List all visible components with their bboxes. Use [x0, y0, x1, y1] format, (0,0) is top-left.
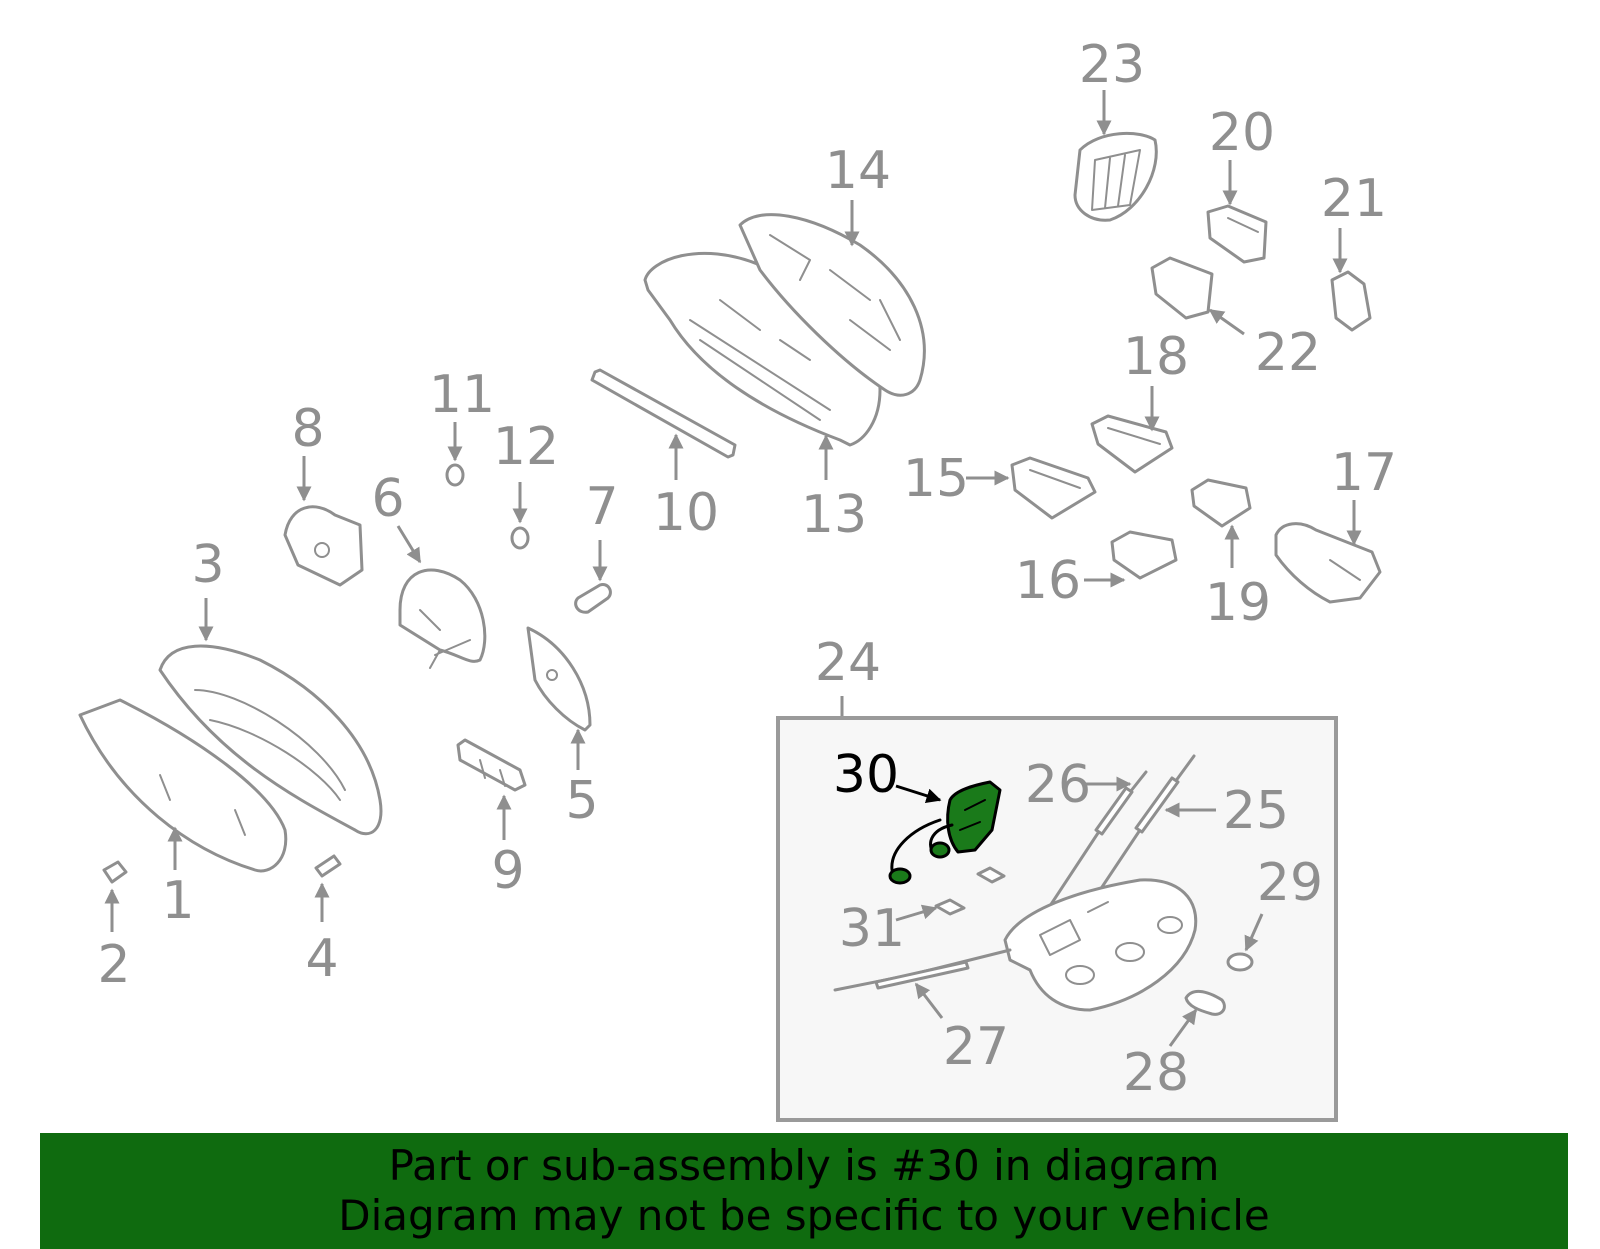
part-27-cable	[833, 948, 1012, 992]
callout-31: 31	[839, 899, 905, 959]
callout-30: 30	[833, 745, 899, 805]
callout-2: 2	[97, 935, 130, 995]
leader-22	[1208, 308, 1245, 336]
part-16-switch	[1110, 530, 1178, 580]
callout-12: 12	[493, 417, 559, 477]
part-11-bulb	[445, 463, 465, 487]
banner-line-disclaimer: Diagram may not be specific to your vehi…	[338, 1191, 1270, 1240]
part-12-bulb	[510, 526, 530, 550]
callout-6: 6	[371, 469, 404, 529]
part-4-screw	[314, 854, 342, 878]
part-5-gauge-face	[526, 626, 592, 732]
callout-13: 13	[801, 485, 867, 545]
small-clip	[976, 866, 1006, 884]
part-9-bracket	[456, 738, 527, 792]
callout-24: 24	[815, 633, 881, 693]
part-15-switch	[1010, 456, 1097, 520]
callout-22: 22	[1255, 323, 1321, 383]
callout-14: 14	[825, 141, 891, 201]
callout-17: 17	[1331, 443, 1397, 503]
part-21-switch	[1330, 270, 1372, 332]
part-31-clip	[934, 898, 966, 916]
callout-15: 15	[903, 449, 969, 509]
callout-23: 23	[1079, 35, 1145, 95]
callout-11: 11	[429, 365, 495, 425]
part-29-knob	[1226, 952, 1254, 972]
part-1-lens	[78, 698, 288, 873]
banner-line-part: Part or sub-assembly is #30 in diagram	[388, 1141, 1220, 1190]
callout-8: 8	[291, 399, 324, 459]
callout-29: 29	[1257, 853, 1323, 913]
part-2-bulb	[102, 860, 128, 884]
part-19-switch	[1190, 478, 1252, 528]
callout-27: 27	[943, 1017, 1009, 1077]
callout-7: 7	[585, 477, 618, 537]
part-14-circuit-board	[738, 213, 926, 397]
callout-20: 20	[1209, 103, 1275, 163]
part-17-switch	[1274, 522, 1382, 604]
callout-4: 4	[305, 929, 338, 989]
callout-28: 28	[1123, 1043, 1189, 1103]
callout-19: 19	[1205, 573, 1271, 633]
callout-9: 9	[491, 841, 524, 901]
leader-27	[914, 982, 944, 1019]
info-banner: Part or sub-assembly is #30 in diagram D…	[40, 1133, 1568, 1249]
part-18-switch	[1090, 414, 1174, 474]
callout-10: 10	[653, 483, 719, 543]
leader-30	[895, 784, 942, 804]
part-30-highlighted[interactable]	[888, 780, 1002, 885]
part-28-knob	[1184, 990, 1226, 1016]
part-10-strip	[590, 368, 737, 459]
leader-31	[895, 904, 938, 922]
part-20-switch	[1206, 204, 1268, 264]
part-6-speedometer	[398, 568, 487, 669]
leader-29	[1244, 913, 1264, 952]
climate-control-panel	[1003, 878, 1198, 1012]
callout-16: 16	[1015, 551, 1081, 611]
leader-28	[1168, 1008, 1198, 1047]
leader-6	[396, 525, 422, 564]
callout-25: 25	[1223, 781, 1289, 841]
callout-18: 18	[1123, 327, 1189, 387]
callout-5: 5	[565, 771, 598, 831]
part-7-knob	[574, 582, 612, 614]
part-23-vent	[1073, 131, 1158, 222]
callout-3: 3	[191, 535, 224, 595]
callout-26: 26	[1025, 755, 1091, 815]
part-22-switch	[1150, 256, 1214, 320]
callout-21: 21	[1321, 169, 1387, 229]
callout-1: 1	[161, 871, 194, 931]
part-8-tachometer	[283, 505, 364, 587]
part-3-bezel	[158, 644, 383, 836]
